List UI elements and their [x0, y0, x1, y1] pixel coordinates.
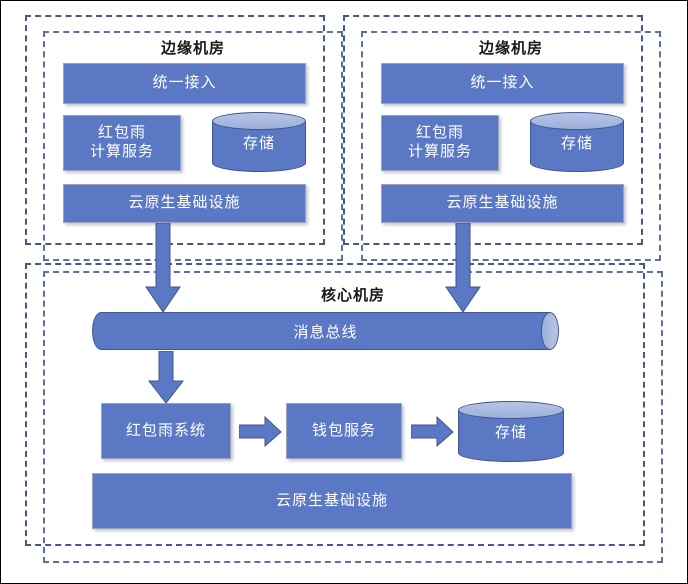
edge-left-compute-service-box[interactable]: 红包雨 计算服务	[63, 115, 181, 171]
edge-right-compute-service-box[interactable]: 红包雨 计算服务	[381, 115, 499, 171]
zone-edge-left-title: 边缘机房	[160, 40, 225, 57]
core-storage-cylinder[interactable]: 存储	[458, 401, 564, 462]
edge-right-storage-cylinder[interactable]: 存储	[530, 112, 624, 172]
zone-edge-right-outer-boundary	[343, 15, 643, 245]
core-cloud-native-infra-box[interactable]: 云原生基础设施	[92, 473, 572, 529]
edge-left-cloud-native-infra-box[interactable]: 云原生基础设施	[63, 184, 306, 223]
edge-right-unified-access-box[interactable]: 统一接入	[381, 63, 624, 104]
edge-left-storage-label: 存储	[242, 134, 275, 152]
core-message-bus-cylinder[interactable]: 消息总线	[92, 312, 559, 350]
arrow-edge-left-to-message-bus	[145, 223, 181, 313]
edge-left-storage-cylinder[interactable]: 存储	[212, 112, 306, 172]
arrow-edge-right-to-message-bus	[445, 223, 481, 313]
zone-edge-right-inner-boundary	[361, 31, 661, 261]
zone-edge-left-outer-boundary	[25, 15, 325, 245]
core-message-bus-label: 消息总线	[293, 323, 358, 341]
core-wallet-service-box[interactable]: 钱包服务	[286, 403, 402, 459]
core-storage-label: 存储	[494, 424, 527, 441]
zone-core-title: 核心机房	[320, 287, 385, 304]
edge-right-cloud-native-infra-box[interactable]: 云原生基础设施	[381, 184, 624, 223]
cylinder-top-cap	[530, 112, 624, 130]
zone-edge-left-inner-boundary	[43, 31, 343, 261]
cylinder-top-cap	[458, 401, 564, 419]
arrow-red-packet-rain-system-to-wallet-service	[239, 416, 282, 448]
horizontal-cylinder-right-cap	[541, 312, 559, 350]
edge-right-storage-label: 存储	[560, 134, 593, 152]
zone-core-outer-boundary	[25, 263, 645, 546]
horizontal-cylinder-body	[101, 312, 550, 350]
zone-edge-right-title: 边缘机房	[478, 40, 543, 57]
edge-left-unified-access-box[interactable]: 统一接入	[63, 63, 306, 104]
core-red-packet-rain-system-box[interactable]: 红包雨系统	[101, 403, 231, 459]
cylinder-top-cap	[212, 112, 306, 130]
zone-core-inner-boundary	[43, 271, 663, 563]
arrow-wallet-service-to-storage	[411, 416, 454, 448]
arrow-message-bus-to-red-packet-rain-system	[148, 351, 184, 404]
